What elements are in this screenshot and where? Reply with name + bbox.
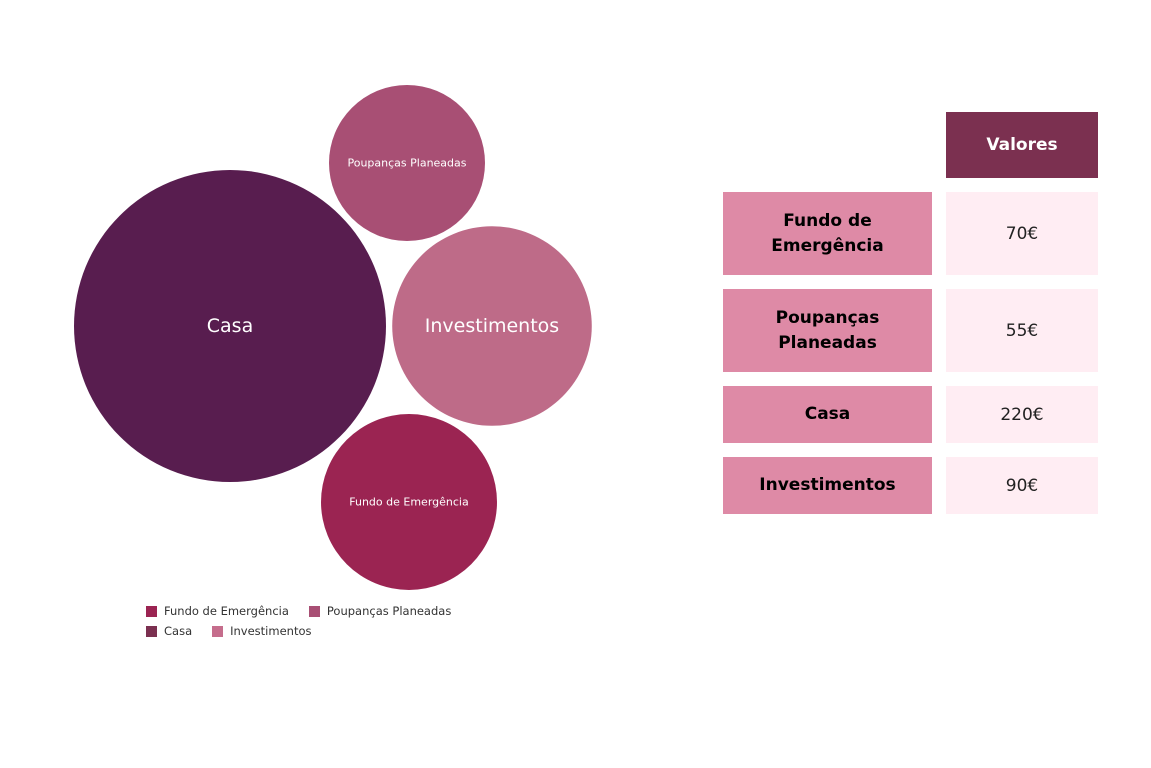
bubble-label: Casa (207, 315, 253, 337)
bubble-label: Fundo de Emergência (349, 496, 468, 509)
legend-item-poupancas: Poupanças Planeadas (308, 604, 452, 618)
bubble-3 (392, 226, 592, 426)
table-row-value: 220€ (946, 386, 1098, 443)
bubble-2 (74, 170, 386, 482)
legend-label: Investimentos (230, 624, 312, 638)
legend-swatch (308, 605, 320, 617)
table-row-label: Investimentos (723, 457, 932, 514)
table-row-label: Casa (723, 386, 932, 443)
bubble-chart: Fundo de Emergência Poupanças PlaneadasCa… (74, 85, 592, 590)
legend-item-casa: Casa (146, 624, 192, 638)
legend-item-fundo: Fundo de Emergência (146, 604, 289, 618)
table-row-value: 55€ (946, 289, 1098, 372)
chart-legend: Fundo de Emergência Poupanças Planeadas … (146, 604, 526, 638)
legend-swatch (212, 625, 224, 637)
table-header-valores: Valores (946, 112, 1098, 178)
bubble-1 (329, 85, 485, 241)
table-row-label: Fundo de Emergência (723, 192, 932, 275)
legend-item-investimentos: Investimentos (212, 624, 311, 638)
bubble-label: Poupanças Planeadas (347, 157, 466, 170)
bubble-label: Investimentos (425, 315, 559, 337)
legend-label: Poupanças Planeadas (326, 604, 452, 618)
legend-swatch (146, 625, 157, 637)
table-row-value: 90€ (946, 457, 1098, 514)
legend-label: Casa (164, 624, 193, 638)
legend-label: Fundo de Emergência (164, 604, 289, 618)
table-row-value: 70€ (946, 192, 1098, 275)
bubble-0 (321, 414, 497, 590)
table-row-label: Poupanças Planeadas (723, 289, 932, 372)
legend-swatch (146, 605, 157, 617)
